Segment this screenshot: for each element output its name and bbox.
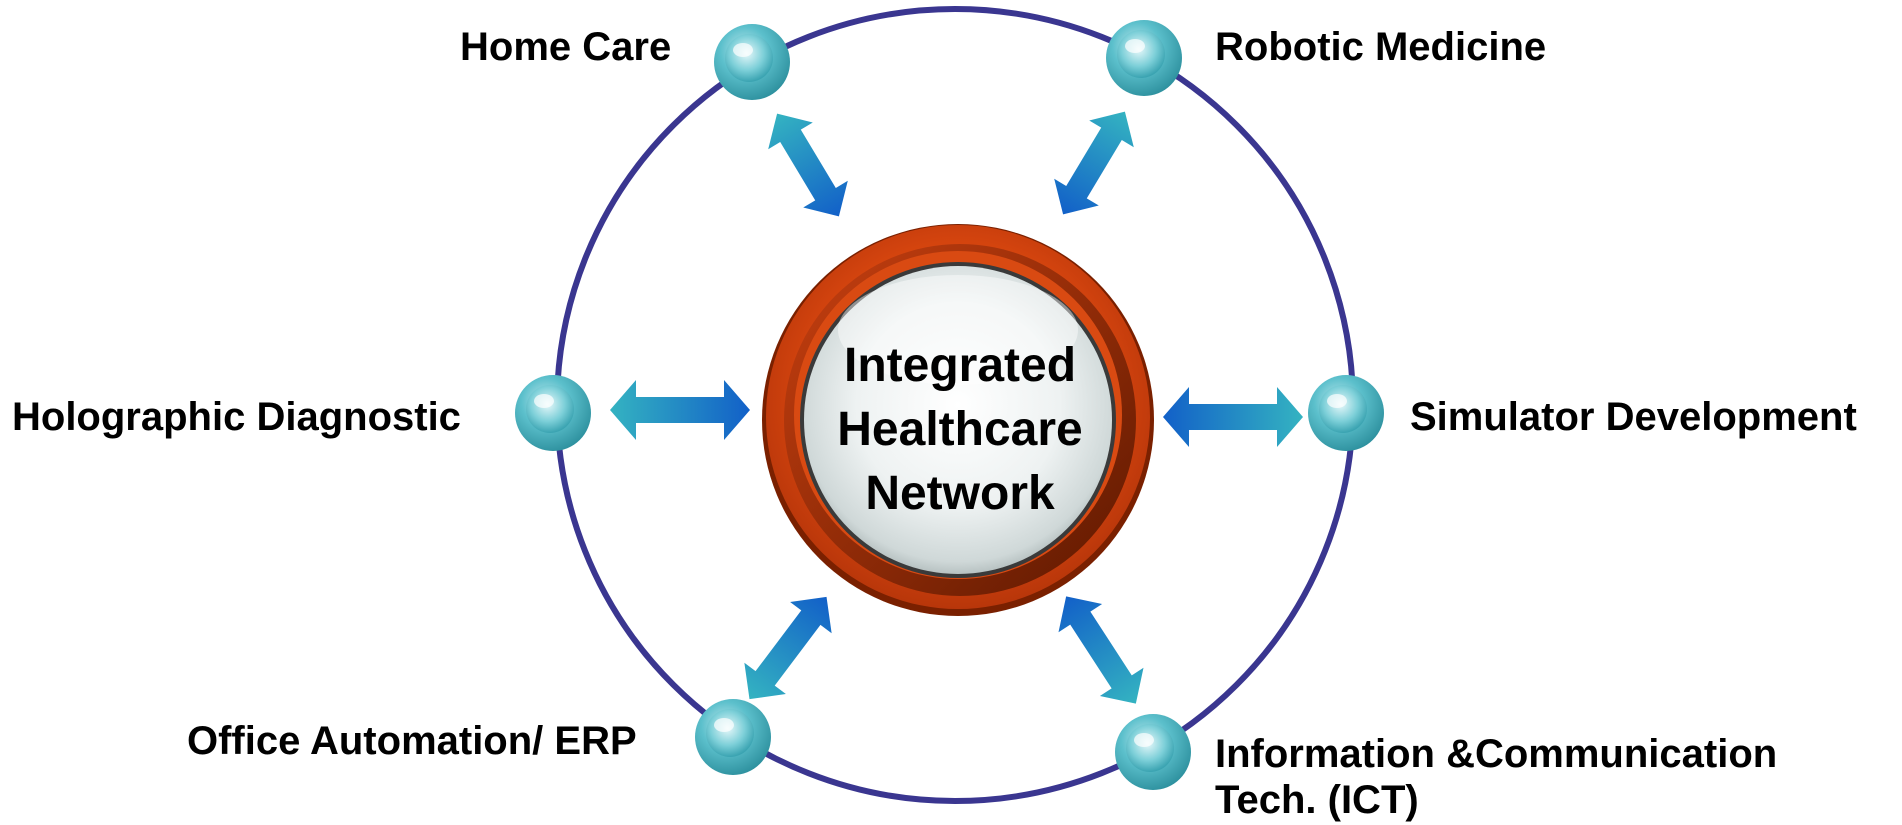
arrow-holographic-diagnostic	[610, 380, 750, 440]
node-ict	[1115, 714, 1191, 790]
node-holographic-diagnostic	[515, 375, 591, 451]
label-simulator-development: Simulator Development	[1410, 395, 1857, 439]
center-title-line-2: Healthcare	[837, 403, 1083, 456]
center-hub	[762, 224, 1154, 616]
arrow-office-automation	[744, 596, 832, 700]
label-home-care: Home Care	[460, 25, 672, 69]
arrow-simulator-development	[1163, 387, 1303, 447]
node-simulator-development	[1308, 375, 1384, 451]
label-office-automation: Office Automation/ ERP	[187, 719, 637, 763]
node-home-care	[714, 24, 790, 100]
center-title-line-3: Network	[865, 467, 1055, 520]
arrow-ict	[1058, 596, 1144, 704]
label-robotic-medicine: Robotic Medicine	[1215, 25, 1547, 69]
label-ict-line-1: Information &Communication	[1215, 732, 1778, 776]
label-holographic-diagnostic: Holographic Diagnostic	[12, 395, 461, 439]
node-office-automation	[695, 699, 771, 775]
node-robotic-medicine	[1106, 20, 1182, 96]
arrow-robotic-medicine	[1054, 111, 1134, 215]
center-title-line-1: Integrated	[843, 339, 1077, 392]
label-ict-line-2: Tech. (ICT)	[1215, 778, 1419, 822]
arrow-home-care	[768, 113, 848, 217]
center-title: Integrated Healthcare Network	[800, 334, 1120, 526]
